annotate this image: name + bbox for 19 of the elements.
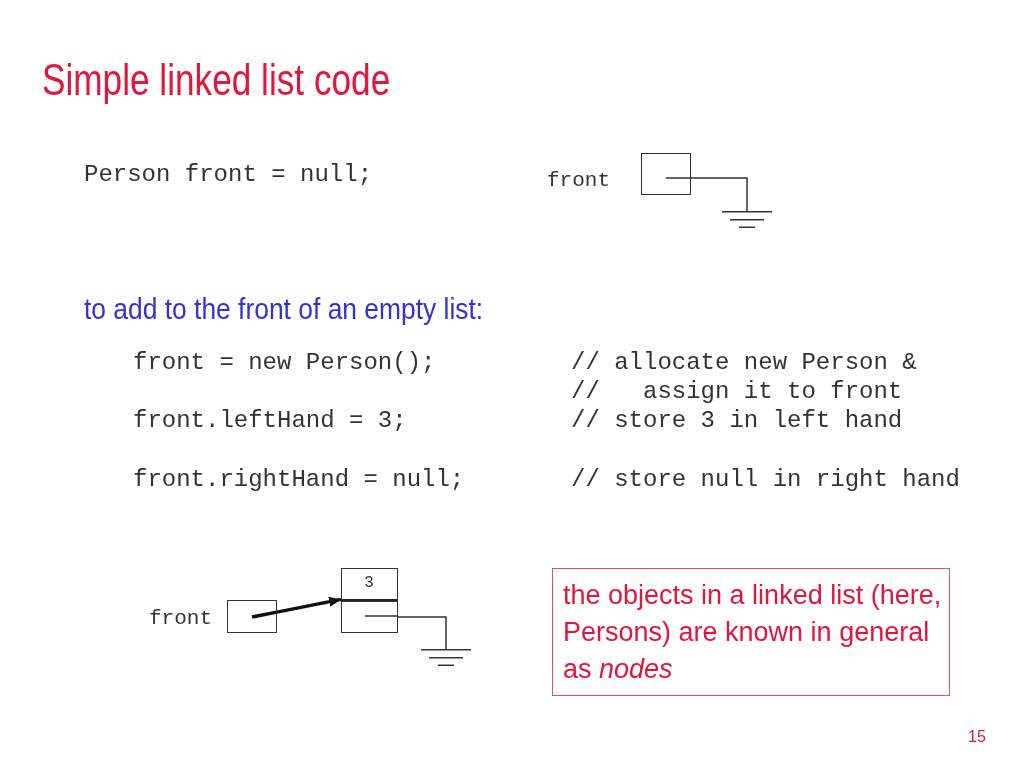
slide-title: Simple linked list code <box>42 55 391 105</box>
code-line: front.leftHand = 3; <box>133 406 407 436</box>
code-line: front = new Person(); <box>133 348 436 378</box>
pointer-arrow <box>276 596 342 614</box>
code-line: front.rightHand = null; <box>133 465 465 495</box>
page-number: 15 <box>968 728 986 746</box>
pointer-box <box>641 153 691 195</box>
code-comment: // store null in right hand <box>571 465 960 495</box>
ground-symbol <box>421 649 471 666</box>
variable-name: front <box>547 168 610 194</box>
pointer-box <box>227 600 277 633</box>
variable-name: front <box>149 606 212 632</box>
code-comment: // assign it to front <box>571 377 903 407</box>
subheading: to add to the front of an empty list: <box>84 291 484 327</box>
note-box: the objects in a linked list (here, Persons) are known in general as nodes <box>552 568 950 696</box>
ground-symbol <box>722 211 772 228</box>
code-comment: // store 3 in left hand <box>571 406 903 436</box>
code-comment: // allocate new Person & <box>571 348 917 378</box>
code-line: Person front = null; <box>84 160 373 190</box>
